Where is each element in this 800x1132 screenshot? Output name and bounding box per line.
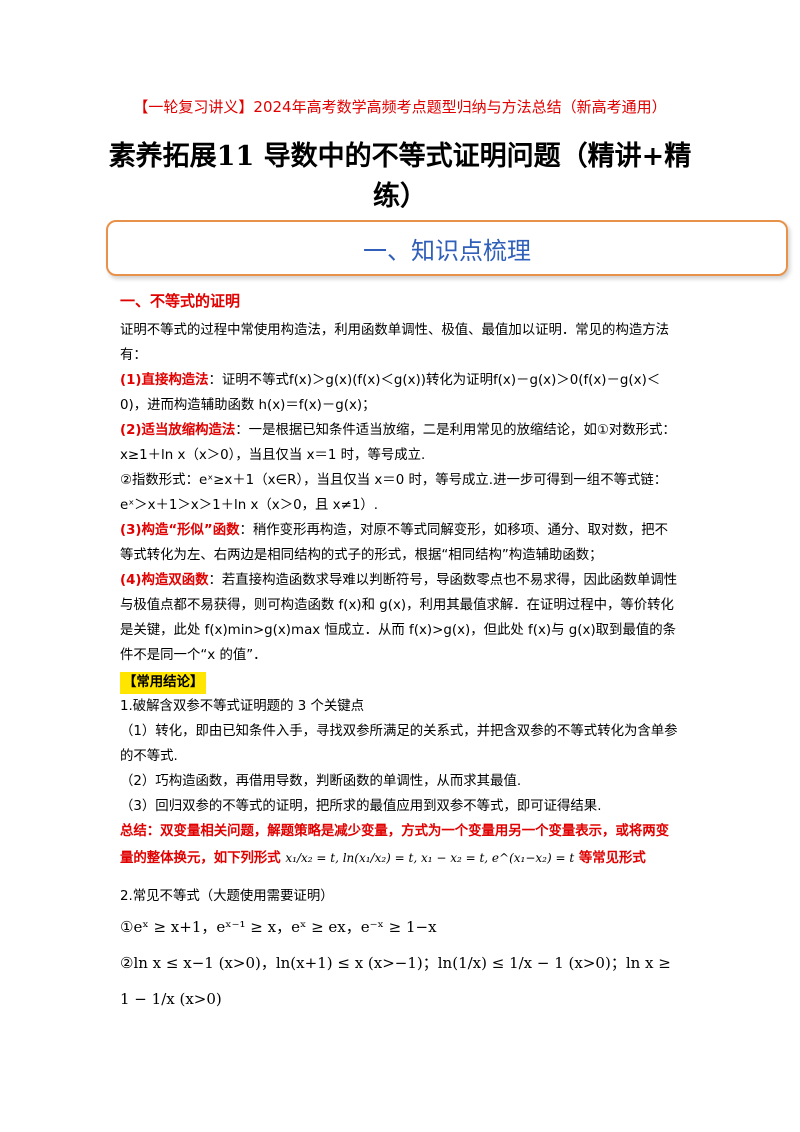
document-body: 一、不等式的证明 证明不等式的过程中常使用构造法，利用函数单调性、极值、最值加以…	[120, 290, 680, 1017]
paragraph-direct-construction: (1)直接构造法：证明不等式f(x)＞g(x)(f(x)＜g(x))转化为证明f…	[120, 368, 680, 418]
summary-paragraph: 总结：双变量相关问题，解题策略是减少变量，方式为一个变量用另一个变量表示，或将两…	[120, 819, 680, 872]
paragraph-exponential-form: ②指数形式：eˣ≥x＋1（x∈R），当且仅当 x＝0 时，等号成立.进一步可得到…	[120, 473, 668, 513]
label-similar-function: (3)构造“形似”函数	[120, 523, 240, 538]
formula-exponential: ①eˣ ≥ x+1，eˣ⁻¹ ≥ x，eˣ ≥ ex，e⁻ˣ ≥ 1−x	[120, 918, 437, 936]
summary-formula: x₁/x₂ = t, ln(x₁/x₂) = t, x₁ − x₂ = t, e…	[285, 851, 575, 865]
text-scaling-construction: ：一是根据已知条件适当放缩，二是利用常见的放缩结论，如①对数形式：x≥1＋ln …	[120, 423, 676, 463]
conclusion-point-1-2: （2）巧构造函数，再借用导数，判断函数的单调性，从而求其最值.	[120, 774, 522, 789]
document-subtitle: 【一轮复习讲义】2024年高考数学高频考点题型归纳与方法总结（新高考通用）	[133, 98, 667, 116]
paragraph-similar-function: (3)构造“形似”函数：稍作变形再构造，对原不等式同解变形，如移项、通分、取对数…	[120, 518, 680, 568]
common-conclusions-tag: 【常用结论】	[120, 672, 207, 694]
section-header-label: 一、知识点梳理	[363, 236, 531, 265]
heading-inequality-proof: 一、不等式的证明	[120, 292, 241, 310]
summary-suffix: 等常见形式	[578, 851, 646, 866]
document-title: 素养拓展11 导数中的不等式证明问题（精讲+精练）	[108, 141, 692, 212]
text-direct-construction: ：证明不等式f(x)＞g(x)(f(x)＜g(x))转化为证明f(x)－g(x)…	[120, 373, 661, 413]
conclusion-point-1-3: （3）回归双参的不等式的证明，把所求的最值应用到双参不等式，即可证得结果.	[120, 799, 602, 814]
label-double-function: (4)构造双函数	[120, 573, 209, 588]
conclusion-point-1: 1.破解含双参不等式证明题的 3 个关键点	[120, 699, 365, 714]
label-scaling-construction: (2)适当放缩构造法	[120, 423, 236, 438]
text-similar-function: ：稍作变形再构造，对原不等式同解变形，如移项、通分、取对数，把不等式转化为左、右…	[120, 523, 669, 563]
formula-logarithmic: ②ln x ≤ x−1 (x>0)，ln(x+1) ≤ x (x>−1)；ln(…	[120, 954, 671, 1008]
tag-row: 【常用结论】	[120, 672, 680, 694]
conclusion-point-1-1: （1）转化，即由已知条件入手，寻找双参所满足的关系式，并把含双参的不等式转化为含…	[120, 724, 678, 764]
summary-text: 总结：双变量相关问题，解题策略是减少变量，方式为一个变量用另一个变量表示，或将两…	[120, 824, 670, 866]
section-header-box: 一、知识点梳理	[106, 220, 788, 276]
text-double-function: ：若直接构造函数求导难以判断符号，导函数零点也不易求得，因此函数单调性与极值点都…	[120, 573, 678, 663]
paragraph-double-function: (4)构造双函数：若直接构造函数求导难以判断符号，导函数零点也不易求得，因此函数…	[120, 568, 680, 668]
paragraph-scaling-construction: (2)适当放缩构造法：一是根据已知条件适当放缩，二是利用常见的放缩结论，如①对数…	[120, 418, 680, 468]
label-direct-construction: (1)直接构造法	[120, 373, 209, 388]
conclusion-point-2: 2.常见不等式（大题使用需要证明）	[120, 889, 334, 904]
paragraph-intro: 证明不等式的过程中常使用构造法，利用函数单调性、极值、最值加以证明．常见的构造方…	[120, 323, 670, 363]
